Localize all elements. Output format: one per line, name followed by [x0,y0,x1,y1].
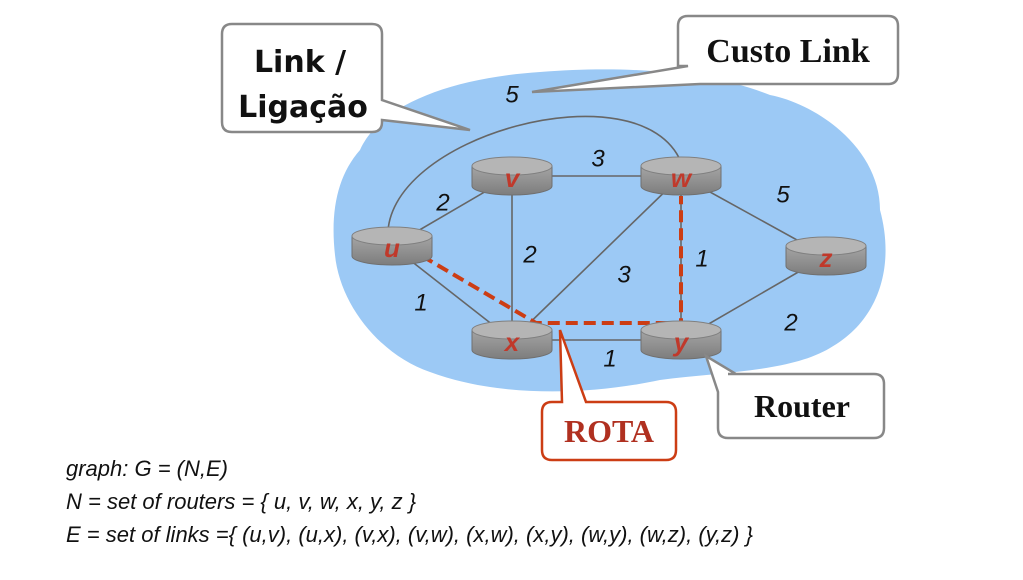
nodes-group: u v w x y z [351,156,867,360]
edge-cost-x-w: 3 [617,261,631,288]
router-u: u [351,226,433,266]
edges-definition: E = set of links ={ (u,v), (u,x), (v,x),… [66,522,753,547]
link-callout: Link / Ligação [220,22,471,134]
router-w: w [640,156,722,196]
edge-cost-u-w: 5 [505,81,519,108]
edge-cost-w-y: 1 [695,245,708,272]
route-path [420,196,683,325]
network-cloud [333,69,886,392]
router-callout: Router [703,353,886,440]
edge-x-w [511,175,682,341]
edge-cost-w-z: 5 [776,181,790,208]
edge-cost-u-x: 1 [414,289,427,316]
edge-cost-y-z: 2 [783,309,797,336]
edge-cost-x-y: 1 [603,345,616,372]
router-v: v [471,156,553,196]
router-label-u: u [384,233,400,263]
router-callout-label: Router [754,388,850,424]
cost-callout-label: Custo Link [706,33,870,70]
graph-definitions: graph: G = (N,E) N = set of routers = { … [66,452,753,551]
router-label-v: v [505,163,521,193]
router-y: y [640,320,722,360]
router-label-y: y [672,327,690,357]
link-callout-line1: Link / [254,45,346,80]
route-group [420,196,683,325]
edge-cost-u-v: 2 [435,189,449,216]
nodes-definition: N = set of routers = { u, v, w, x, y, z … [66,489,417,514]
router-label-w: w [671,163,693,193]
route-callout: ROTA [540,329,678,462]
router-label-x: x [503,327,521,357]
edge-cost-v-x: 2 [522,241,536,268]
router-label-z: z [819,243,833,273]
router-x: x [471,320,553,360]
edge-cost-v-w: 3 [591,145,605,172]
graph-definition: graph: G = (N,E) [66,456,229,481]
edge-u-w [387,115,682,241]
router-z: z [785,236,867,276]
link-callout-line2: Ligação [238,90,368,125]
route-callout-label: ROTA [564,413,654,449]
cost-callout: Custo Link [531,14,900,94]
